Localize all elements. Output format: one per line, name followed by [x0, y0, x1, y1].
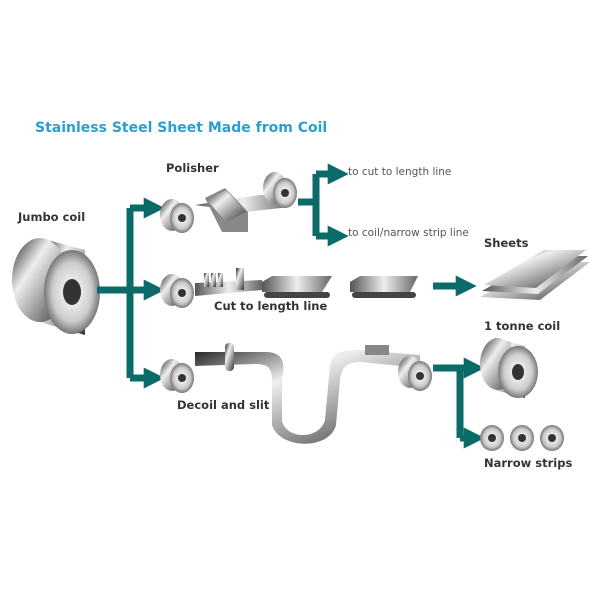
note-to-coil-line: to coil/narrow strip line: [348, 227, 469, 239]
label-jumbo-coil: Jumbo coil: [18, 210, 86, 224]
polisher-icon: [160, 172, 297, 233]
label-tonne-coil: 1 tonne coil: [484, 319, 561, 333]
cut-to-length-icon: [160, 268, 418, 308]
narrow-strips-icon: [480, 425, 564, 451]
label-narrow-strips: Narrow strips: [484, 456, 573, 470]
note-to-cut-line: to cut to length line: [348, 166, 452, 178]
label-sheets: Sheets: [484, 236, 529, 250]
label-decoil-and-slit: Decoil and slit: [177, 398, 270, 412]
jumbo-coil-icon: [12, 238, 100, 335]
decoil-branch-arrows: [433, 357, 485, 449]
label-cut-to-length: Cut to length line: [214, 299, 328, 313]
diagram-title: Stainless Steel Sheet Made from Coil: [35, 120, 328, 136]
main-branch-arrows: [97, 197, 165, 389]
polisher-branch-arrows: [298, 163, 349, 247]
label-polisher: Polisher: [166, 161, 219, 175]
sheets-icon: [480, 250, 590, 300]
tonne-coil-icon: [480, 338, 538, 398]
decoil-slit-icon: [160, 343, 432, 444]
